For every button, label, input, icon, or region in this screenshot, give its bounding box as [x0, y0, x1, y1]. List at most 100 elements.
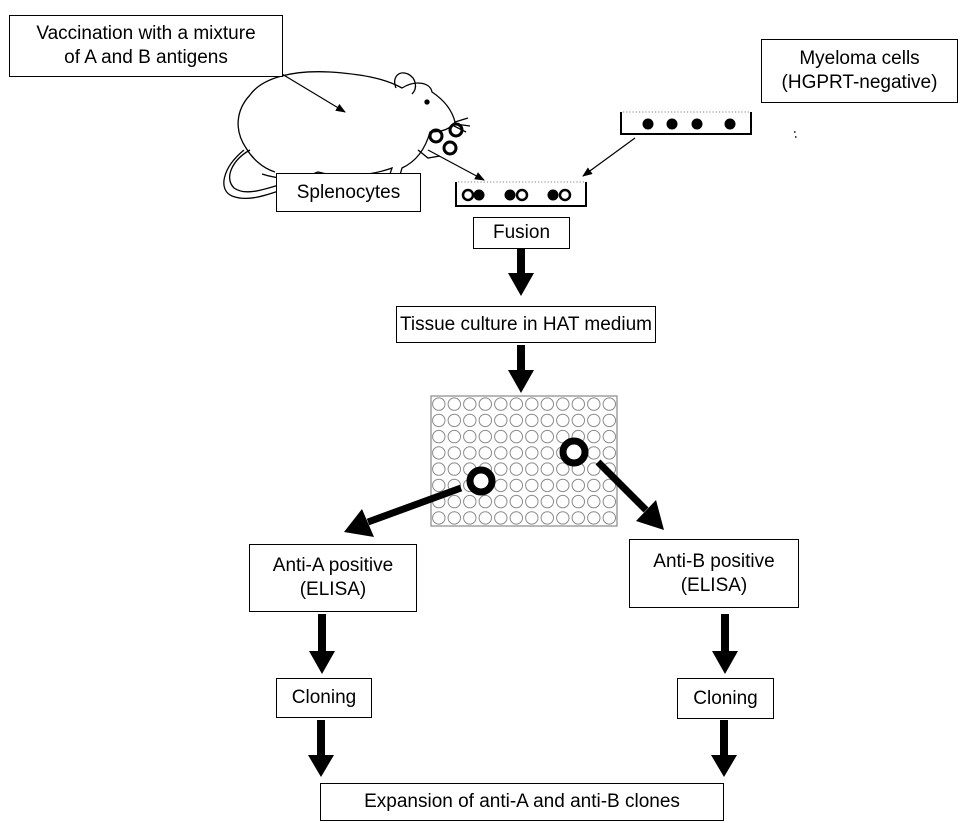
plate-well — [509, 462, 523, 476]
plate-well — [525, 446, 539, 460]
plate-well — [602, 397, 616, 411]
arrow-antib-to-cloning — [712, 614, 738, 674]
hat-culture-label: Tissue culture in HAT medium — [396, 306, 656, 343]
plate-well — [525, 494, 539, 509]
anti-b-positive-label: Anti-B positive (ELISA) — [629, 539, 799, 608]
myeloma-to-dish-arrow — [582, 137, 636, 177]
plate-well — [478, 413, 492, 428]
stray-mark — [794, 131, 797, 138]
plate-well — [463, 429, 477, 444]
splenocytes-label: Splenocytes — [276, 173, 421, 212]
plate-well — [463, 446, 477, 460]
flow-arrows — [308, 248, 738, 777]
vaccination-label: Vaccination with a mixture of A and B an… — [9, 15, 283, 77]
plate-well — [587, 397, 601, 411]
plate-well — [602, 446, 616, 460]
plate-well — [509, 413, 523, 428]
plate-well — [602, 478, 616, 493]
plate-well — [478, 397, 492, 411]
plate-well — [525, 462, 539, 476]
plate-well — [494, 413, 508, 428]
fusion-dish — [455, 181, 587, 207]
positive-wells — [466, 437, 589, 496]
plate-well — [525, 511, 539, 525]
plate-well — [432, 511, 446, 525]
plate-well — [509, 511, 523, 525]
plate-well — [540, 446, 554, 460]
diagonal-arrows — [344, 459, 664, 537]
plate-well — [478, 511, 492, 525]
positive-well-b — [559, 437, 589, 467]
plate-well — [432, 446, 446, 460]
plate-well — [587, 511, 601, 525]
arrow-cloning-b-to-expansion — [711, 720, 737, 777]
plate-well — [447, 462, 461, 476]
arrow-fusion-to-hat — [508, 248, 534, 296]
plate-well — [509, 397, 523, 411]
plate-well — [494, 462, 508, 476]
plate-well — [525, 478, 539, 493]
plate-well — [509, 446, 523, 460]
plate-well — [602, 494, 616, 509]
plate-well — [494, 511, 508, 525]
plate-well — [432, 413, 446, 428]
plate-well — [478, 429, 492, 444]
fusion-label: Fusion — [473, 217, 570, 249]
plate-well — [587, 413, 601, 428]
plate-well — [556, 397, 570, 411]
arrow-well-to-antia — [344, 484, 463, 537]
splenocyte-cells — [428, 122, 464, 156]
plate-well — [571, 397, 585, 411]
plate-well — [540, 397, 554, 411]
plate-well — [447, 511, 461, 525]
plate-well — [602, 511, 616, 525]
plate-well — [463, 494, 477, 509]
plate-well — [432, 397, 446, 411]
plate-well — [494, 494, 508, 509]
myeloma-dish — [620, 111, 752, 135]
splenocyte-to-dish-arrow — [427, 149, 485, 181]
plate-well — [463, 397, 477, 411]
plate-well — [540, 494, 554, 509]
plate-well — [494, 397, 508, 411]
vaccination-arrow — [271, 67, 346, 113]
plate-well — [556, 462, 570, 476]
plate-well — [478, 494, 492, 509]
plate-well — [571, 494, 585, 509]
plate-well — [447, 397, 461, 411]
plate-well — [447, 494, 461, 509]
plate-well — [602, 429, 616, 444]
plate-well — [447, 446, 461, 460]
plate-well — [509, 478, 523, 493]
plate-well — [494, 429, 508, 444]
plate-well — [571, 511, 585, 525]
plate-well — [509, 494, 523, 509]
plate-well — [447, 429, 461, 444]
cloning-a-label: Cloning — [276, 678, 372, 718]
expansion-label: Expansion of anti-A and anti-B clones — [320, 783, 724, 821]
plate-well — [494, 446, 508, 460]
plate-well — [432, 462, 446, 476]
arrow-cloning-a-to-expansion — [308, 720, 334, 777]
plate-well — [478, 446, 492, 460]
arrow-antia-to-cloning — [309, 614, 335, 674]
plate-well — [509, 429, 523, 444]
plate-well — [463, 511, 477, 525]
plate-well — [525, 397, 539, 411]
plate-well — [432, 478, 446, 493]
plate-well — [556, 413, 570, 428]
cloning-b-label: Cloning — [677, 678, 774, 719]
plate-well — [587, 478, 601, 493]
plate-well — [602, 413, 616, 428]
plate-well — [571, 478, 585, 493]
well-plate — [430, 395, 618, 527]
plate-well — [587, 462, 601, 476]
plate-well — [432, 429, 446, 444]
arrow-well-to-antib — [595, 459, 664, 530]
plate-well — [540, 413, 554, 428]
plate-well — [525, 413, 539, 428]
plate-well — [587, 494, 601, 509]
plate-well — [540, 478, 554, 493]
positive-well-a — [466, 466, 496, 496]
